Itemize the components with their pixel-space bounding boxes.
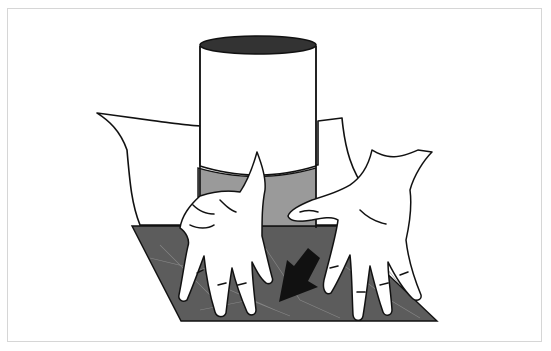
pipe-top-opening: [200, 36, 316, 54]
